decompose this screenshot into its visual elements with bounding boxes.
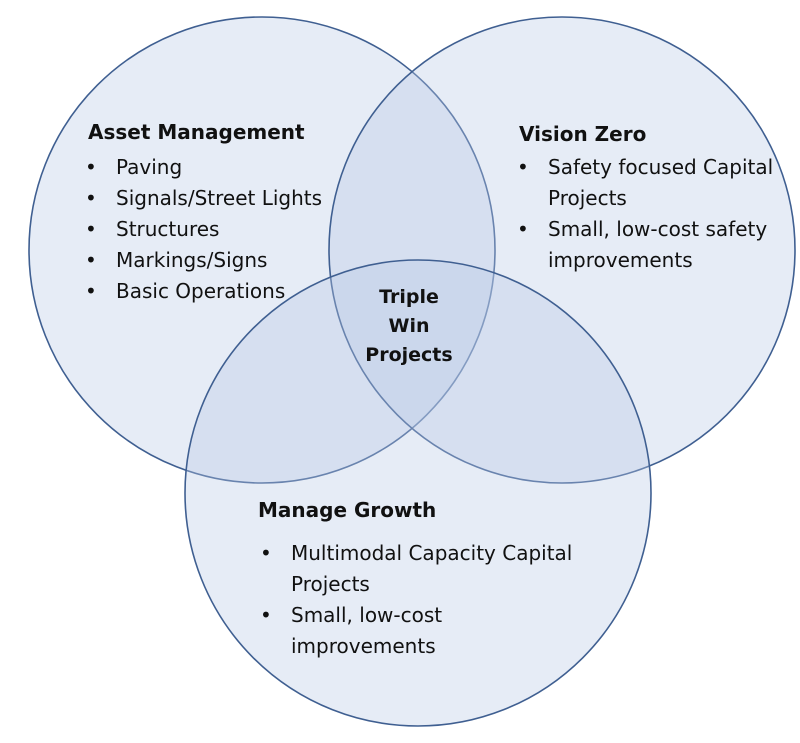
list-item: Basic Operations bbox=[84, 276, 344, 307]
vision-zero-list: Safety focused Capital Projects Small, l… bbox=[516, 152, 784, 276]
triple-win-label: Triple Win Projects bbox=[349, 283, 469, 370]
list-item: Multimodal Capacity Capital Projects bbox=[259, 538, 589, 600]
list-item: Signals/Street Lights bbox=[84, 183, 344, 214]
manage-growth-title: Manage Growth bbox=[258, 498, 437, 522]
asset-management-list: Paving Signals/Street Lights Structures … bbox=[84, 152, 344, 307]
center-line: Win bbox=[388, 315, 430, 337]
list-item: Safety focused Capital Projects bbox=[516, 152, 784, 214]
list-item: Markings/Signs bbox=[84, 245, 344, 276]
list-item: Structures bbox=[84, 214, 344, 245]
manage-growth-list: Multimodal Capacity Capital Projects Sma… bbox=[259, 538, 589, 662]
vision-zero-title: Vision Zero bbox=[519, 122, 647, 146]
list-item: Paving bbox=[84, 152, 344, 183]
list-item: Small, low-cost safety improvements bbox=[516, 214, 784, 276]
center-line: Triple bbox=[379, 286, 439, 308]
list-item: Small, low-cost improvements bbox=[259, 600, 589, 662]
asset-management-title: Asset Management bbox=[88, 120, 305, 144]
center-line: Projects bbox=[365, 344, 453, 366]
